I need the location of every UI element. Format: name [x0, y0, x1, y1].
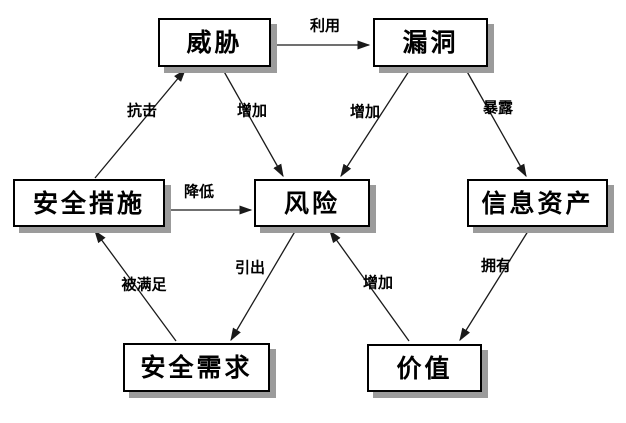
edge-satisfied-by-line — [94, 229, 177, 342]
edge-label-reduce: 降低 — [183, 182, 215, 201]
node-vulnerability: 漏洞 — [373, 18, 488, 67]
node-security-requirements: 安全需求 — [123, 343, 270, 392]
edge-expose-line — [464, 67, 527, 178]
edge-increase-value-line — [329, 229, 410, 342]
edge-resist-line — [94, 69, 186, 179]
node-info-assets: 信息资产 — [467, 179, 608, 227]
edge-label-increase-threat: 增加 — [236, 101, 268, 120]
node-value: 价值 — [367, 344, 482, 392]
edge-increase-vulnerability-line — [340, 67, 412, 178]
edge-own-line — [459, 227, 531, 342]
node-risk: 风险 — [254, 179, 370, 227]
node-threat: 威胁 — [158, 18, 271, 67]
edge-label-increase-vulnerability: 增加 — [349, 102, 381, 121]
edge-label-own: 拥有 — [480, 256, 512, 275]
edge-increase-threat-line — [221, 67, 284, 178]
edge-label-lead-to: 引出 — [234, 258, 266, 277]
edge-label-increase-value: 增加 — [362, 273, 394, 292]
edge-lead-to-line — [230, 227, 298, 342]
edge-label-exploit: 利用 — [309, 16, 341, 35]
edge-label-resist: 抗击 — [126, 101, 158, 120]
edge-label-satisfied-by: 被满足 — [121, 275, 167, 294]
edge-label-expose: 暴露 — [482, 98, 514, 117]
node-safeguards: 安全措施 — [13, 179, 165, 227]
